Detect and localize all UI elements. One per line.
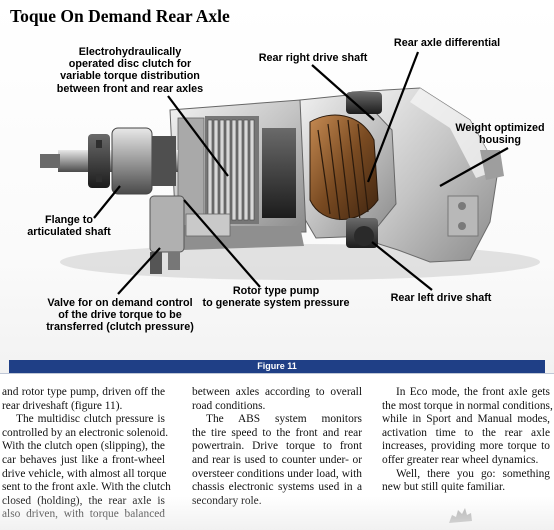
text-line: With the clutch open (slipping), the xyxy=(2,440,165,453)
leader-lines xyxy=(93,51,509,295)
callout-flange: Flange to articulated shaft xyxy=(10,214,128,238)
gear-icon xyxy=(449,508,472,523)
callout-right-drive-shaft: Rear right drive shaft xyxy=(238,52,388,64)
text-line: sent to the front axle. With the clutch xyxy=(2,481,171,494)
text-line: road conditions. xyxy=(192,399,266,412)
text-line: between axles according to overall xyxy=(192,386,362,398)
callout-line: Rear axle differential xyxy=(393,37,501,49)
callout-line: between front and rear axles xyxy=(56,82,204,95)
text-line: secondary role. xyxy=(192,494,262,507)
figure-caption-bar: Figure 11 xyxy=(9,360,545,373)
callout-line: Valve for on demand control xyxy=(47,297,193,309)
figure-caption: Figure 11 xyxy=(257,361,297,371)
text-line: while in Sport and Manual modes, xyxy=(382,413,550,426)
text-line: chassis electronic systems used in a xyxy=(192,481,362,494)
text-line: car behaves just like a front-wheel xyxy=(2,453,165,466)
text-line: The ABS system monitors xyxy=(206,413,362,426)
callout-line: variable torque distribution xyxy=(60,70,200,83)
text-line: rear driveshaft (figure 11). xyxy=(2,399,123,412)
callout-line: operated disc clutch for xyxy=(68,58,192,71)
callout-line: of the drive torque to be xyxy=(58,309,182,322)
figure-title: Toque On Demand Rear Axle xyxy=(10,6,230,26)
text-line: also driven, with torque balanced xyxy=(2,508,165,521)
callout-line: Rear left drive shaft xyxy=(390,292,492,304)
callout-line: transferred (clutch pressure) xyxy=(46,321,194,334)
input-shaft-shape xyxy=(40,127,178,195)
text-line: the most torque in normal conditions, xyxy=(382,399,553,412)
clutch-pack-shape xyxy=(169,99,307,250)
text-line: In Eco mode, the front axle gets xyxy=(396,386,550,398)
callout-line: Electrohydraulically xyxy=(78,46,182,58)
article-column-3: In Eco mode, the front axle gets the mos… xyxy=(382,386,553,495)
text-line: offer greater rear wheel dynamics. xyxy=(382,453,539,466)
text-line: closed (holding), the rear axle is xyxy=(2,494,165,507)
callout-disc-clutch: Electrohydraulically operated disc clutc… xyxy=(30,46,230,95)
callout-weight-optimized-housing: Weight optimized housing xyxy=(448,122,552,146)
text-line: new but still quite familiar. xyxy=(382,481,506,494)
callout-line: to generate system pressure xyxy=(202,297,350,310)
differential-shape xyxy=(295,92,397,248)
text-line: powertrain. Drive torque to front xyxy=(192,440,362,453)
pump-valve-shape xyxy=(149,195,231,274)
article-column-2: between axles according to overall road … xyxy=(192,386,362,508)
callout-rotor-pump: Rotor type pump to generate system press… xyxy=(196,285,356,309)
figure-11: Toque On Demand Rear Axle Electrohydraul… xyxy=(0,0,554,374)
text-line: and rotor type pump, driven off the xyxy=(2,386,165,398)
text-line: controlled by an electronic solenoid. xyxy=(2,426,169,439)
text-line: Well, there you go: something xyxy=(396,467,550,480)
text-line: activation time to the rear axle xyxy=(382,426,550,439)
callout-line: Rear right drive shaft xyxy=(258,52,368,64)
callout-line: Rotor type pump xyxy=(232,285,320,297)
callout-rear-axle-differential: Rear axle differential xyxy=(372,37,522,49)
article-column-1: and rotor type pump, driven off the rear… xyxy=(2,386,171,522)
text-line: and rear is used to counter under- or xyxy=(192,453,362,466)
text-line: oversteer conditions under load, with xyxy=(192,467,362,480)
text-line: drive vehicle, with almost all torque xyxy=(2,467,167,480)
callout-line: housing xyxy=(479,134,521,147)
callout-line: Flange to xyxy=(45,214,93,226)
text-line: The multidisc clutch pressure is xyxy=(16,413,165,426)
callout-left-drive-shaft: Rear left drive shaft xyxy=(382,292,500,304)
callout-control-valve: Valve for on demand control of the drive… xyxy=(20,297,220,334)
callout-line: Weight optimized xyxy=(455,122,545,134)
text-line: increases, providing more torque to xyxy=(382,440,550,453)
text-line: the tire speed to the front and rear xyxy=(192,426,362,439)
rear-axle-cutaway-illustration xyxy=(40,51,540,295)
callout-line: articulated shaft xyxy=(27,226,111,239)
